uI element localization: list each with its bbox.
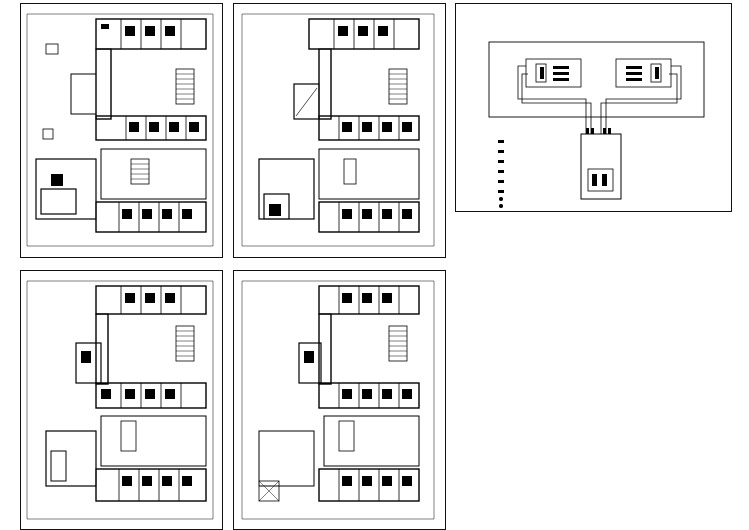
floor-plan-drawing-4 bbox=[241, 280, 435, 520]
system-schematic-sheet bbox=[455, 3, 732, 212]
schematic-drawing bbox=[488, 41, 705, 208]
floor-plan-sheet-3 bbox=[20, 270, 223, 530]
floor-plan-drawing-1 bbox=[26, 13, 214, 247]
floor-plan-drawing-3 bbox=[26, 280, 214, 520]
floor-plan-sheet-4 bbox=[233, 270, 446, 530]
floor-plan-drawing-2 bbox=[241, 13, 435, 247]
floor-plan-sheet-1 bbox=[20, 3, 223, 258]
floor-plan-sheet-2 bbox=[233, 3, 446, 258]
